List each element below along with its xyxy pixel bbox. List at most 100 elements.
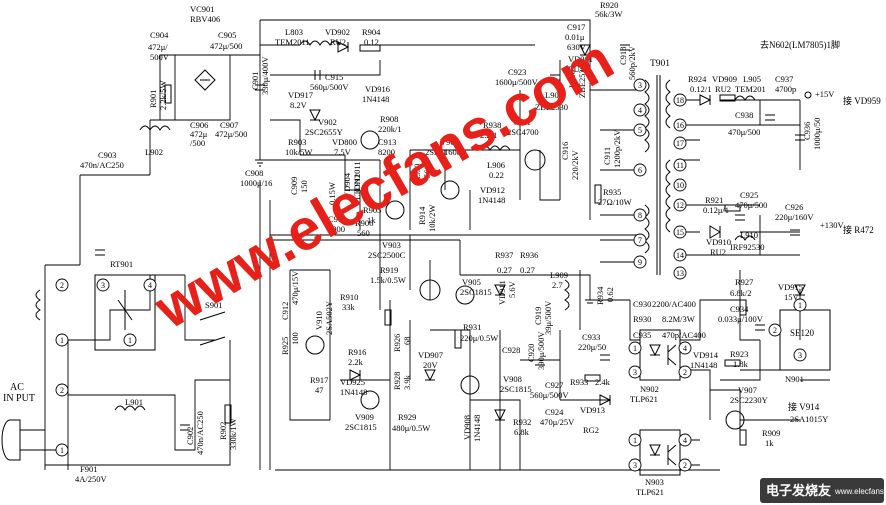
label-c908: C908 [245, 168, 263, 178]
label-r901: R901 [148, 90, 158, 108]
diode-icon [709, 225, 721, 239]
label-r937: R937 [495, 250, 513, 260]
label-c904v: 472μ/ [148, 42, 168, 52]
label-r928v: 3.9k [402, 374, 412, 390]
pin-t901-9: 9 [633, 255, 647, 269]
label-v901: V901 [512, 117, 531, 127]
label-c903: C903 [98, 150, 116, 160]
pin-t901-16: 16 [673, 118, 687, 132]
label-l803: L803 [285, 27, 303, 37]
label-vd907v: 20V [423, 360, 439, 370]
label-r910: R910 [340, 292, 358, 302]
label-r934: R934 [595, 286, 605, 305]
label-r931: R931 [463, 322, 481, 332]
label-v903: V903 [382, 240, 401, 250]
label-r936v: 0.27 [520, 265, 535, 275]
diode-icon [349, 369, 362, 381]
diode-icon [699, 94, 712, 106]
label-c902: C902 [185, 427, 195, 445]
label-vd800v: 7.5V [334, 147, 352, 157]
label-se120: SE120 [790, 328, 815, 338]
label-l905v: TEM201 [735, 84, 766, 94]
label-c918: C918 [618, 47, 628, 65]
label-v907v: 2SC2230Y [730, 395, 768, 405]
pin-t901-15: 15 [673, 225, 687, 239]
label-r916v: 2.2k [348, 357, 364, 367]
svg-text:1: 1 [798, 301, 802, 310]
svg-text:9: 9 [638, 258, 642, 267]
label-15v: +15V [815, 89, 835, 99]
inductor-icon [299, 40, 341, 46]
label-c915v: 560μ/500V [310, 82, 349, 92]
svg-text:1: 1 [60, 336, 64, 345]
capacitor-icon [180, 424, 190, 431]
resistor-icon [164, 84, 172, 104]
pin-rt901-1: 1 [123, 333, 137, 347]
label-v909: V909 [355, 412, 374, 422]
label-c919v: 39μ/500V [543, 300, 553, 335]
svg-text:15: 15 [676, 228, 684, 237]
svg-text:4: 4 [148, 281, 152, 290]
label-c901v: 330μ/400V [260, 56, 270, 95]
label-r929v: 480μ/0.5W [392, 423, 430, 433]
label-r917v: 47 [315, 385, 324, 395]
label-r923v: 1.8k [733, 359, 749, 369]
label-c925: C925 [740, 190, 758, 200]
label-r908: R908 [380, 114, 398, 124]
label-c914v: 1000 [328, 224, 345, 234]
svg-text:4: 4 [683, 436, 687, 445]
svg-text:10: 10 [676, 181, 684, 190]
pin-l1-2: 2 [55, 278, 69, 292]
label-r903v: 10k/5W [285, 147, 312, 157]
label-c937: C937 [775, 74, 793, 84]
label-c923: C923 [508, 67, 526, 77]
label-r933: R933 [570, 377, 588, 387]
label-r902v: 330k/1W [228, 418, 238, 450]
label-vd908: VD908 [462, 415, 472, 440]
logo-text: 电子发烧友 [766, 483, 831, 498]
pin-t901-12: 12 [673, 198, 687, 212]
label-r924: R924 [688, 74, 707, 84]
inductor-icon [114, 405, 146, 411]
label-v905: V905 [462, 277, 481, 287]
resistor-icon [359, 44, 381, 52]
label-c936v: 1000μ/50 [812, 118, 822, 150]
bridge-diode-icon [194, 69, 216, 91]
pin-t901-3: 3 [633, 78, 647, 92]
label-l908v: ZBE2520 [577, 65, 587, 98]
optocoupler-n902-icon [639, 329, 681, 381]
label-r927: R927 [735, 277, 753, 287]
label-vd916: VD916 [365, 84, 390, 94]
svg-text:4: 4 [683, 344, 687, 353]
label-r910v: 33k [342, 302, 356, 312]
transformer-secondary-icon [665, 159, 671, 233]
label-c917v: 0.01μ [565, 32, 585, 42]
label-vd925: VD925 [340, 377, 365, 387]
se120-chip-icon [779, 309, 831, 371]
label-v901v: 2SC4700 [507, 127, 539, 137]
label-c909v: 150 [299, 180, 309, 193]
diode-icon [599, 394, 612, 406]
label-l907: L907 [545, 90, 563, 100]
label-c924v: 470μ/25V [540, 417, 575, 427]
diode-icon [494, 409, 506, 422]
label-r930bv: 8.2M/3W [662, 314, 695, 324]
capacitor-icon [314, 70, 321, 80]
transistor-icon [455, 285, 475, 305]
label-l909v: 2.7 [552, 280, 563, 290]
label-r933v: 2.4k [595, 377, 611, 387]
label-vd911: VD911 [497, 280, 507, 305]
label-c927: C927 [545, 380, 563, 390]
svg-text:13: 13 [676, 269, 684, 278]
label-c926: C926 [785, 202, 803, 212]
label-l909: L909 [550, 270, 568, 280]
pin-n902-2: 2 [678, 365, 692, 379]
label-c933: C933 [582, 332, 600, 342]
svg-text:14: 14 [676, 251, 684, 260]
svg-text:1: 1 [128, 336, 132, 345]
label-c909: C909 [289, 177, 299, 195]
label-r924v: 0.12/1 [690, 84, 712, 94]
capacitor-icon [790, 229, 800, 236]
capacitor-icon [765, 114, 775, 121]
label-v903v: 2SC2500C [368, 250, 406, 260]
